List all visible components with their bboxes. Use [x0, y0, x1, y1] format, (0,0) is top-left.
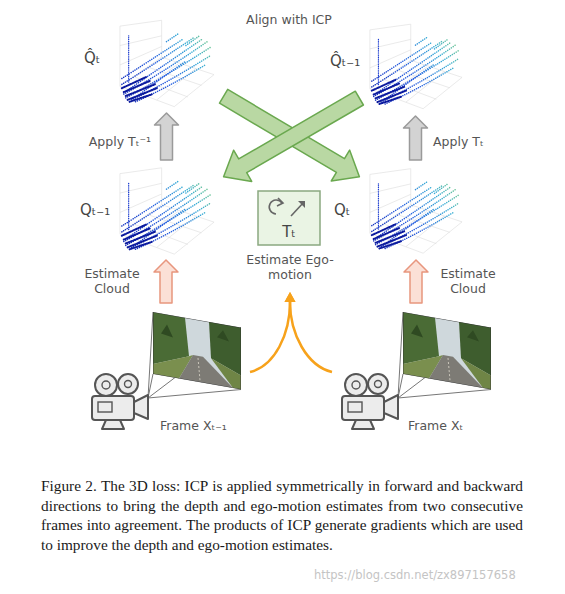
diagram-node: Qₜ: [368, 163, 463, 257]
ego-motion-box: [258, 191, 320, 245]
diagram-node: Q̂ₜ₋₁: [368, 18, 463, 113]
node-label: Q̂ₜ₋₁: [330, 52, 360, 70]
node-label: Frame Xₜ₋₁: [160, 418, 227, 433]
diagram-node: Q̂ₜ: [118, 15, 215, 110]
video-frame: [403, 312, 491, 390]
watermark: https://blog.csdn.net/zx897157658: [314, 568, 516, 582]
node-label: Frame Xₜ: [408, 418, 463, 433]
connector-arrow: [154, 260, 178, 303]
point-cloud: [370, 169, 462, 254]
connector-arrow: [404, 260, 428, 303]
connector-arrow: [224, 91, 364, 181]
diagram-node: Frame Xₜ₋₁: [86, 306, 246, 444]
connector-arrow: [404, 116, 428, 160]
point-cloud: [120, 20, 214, 106]
point-cloud: [120, 168, 214, 254]
caption: Figure 2. The 3D loss: ICP is applied sy…: [41, 476, 523, 554]
camera-icon: [92, 374, 148, 429]
edge-label: Apply Tₜ⁻¹: [58, 134, 152, 149]
connector-arrow: [155, 113, 179, 160]
diagram-node: TₜEstimate Ego-motion: [240, 190, 340, 288]
node-label: Q̂ₜ: [84, 49, 100, 67]
node-label: Estimate Ego-motion: [240, 252, 340, 282]
connector-arrow: [285, 292, 333, 372]
frustum-lines: [148, 312, 491, 398]
camera-icon: [342, 374, 398, 429]
edge-label: Estimate Cloud: [430, 266, 506, 296]
diagram-node: Frame Xₜ: [336, 306, 496, 444]
node-label: Qₜ: [334, 201, 350, 219]
node-label: Tₜ: [258, 223, 320, 241]
video-frame: [153, 312, 241, 390]
diagram-node: Qₜ₋₁: [118, 163, 215, 257]
connector-arrow: [250, 292, 296, 372]
edge-label: Estimate Cloud: [74, 266, 150, 296]
edge-label: Apply Tₜ: [432, 134, 524, 149]
edge-label: Align with ICP: [245, 12, 333, 27]
point-cloud: [370, 24, 462, 109]
node-label: Qₜ₋₁: [80, 201, 110, 219]
